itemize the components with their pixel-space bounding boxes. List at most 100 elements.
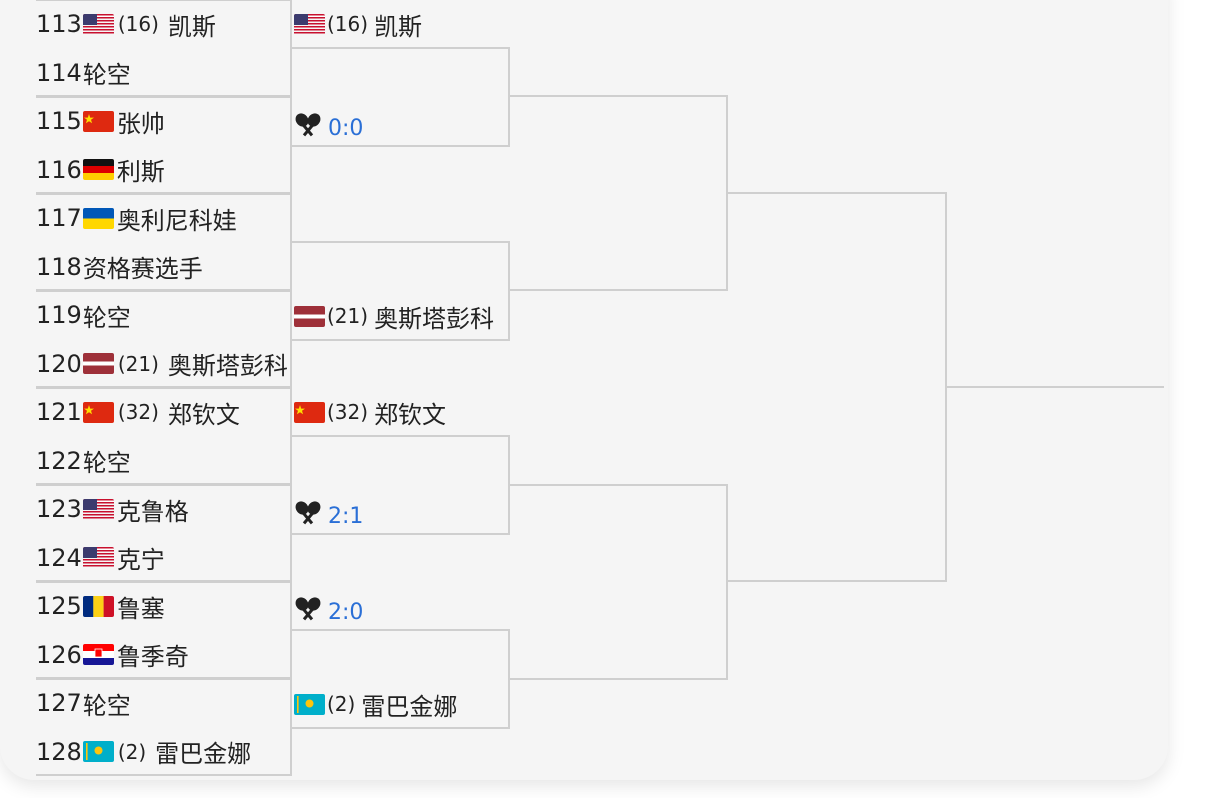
- match-score-1[interactable]: 0:0: [294, 110, 363, 146]
- draw-number: 114: [36, 58, 82, 87]
- final-connector: [947, 386, 1164, 388]
- match-score-2[interactable]: 2:1: [294, 498, 363, 534]
- round1-entry[interactable]: 120(21)奥斯塔彭科: [36, 340, 290, 388]
- player-name: 克宁: [116, 546, 165, 574]
- round1-match-box: [36, 387, 292, 485]
- round4-match-box: [728, 192, 947, 582]
- flag-icon-de: [82, 159, 114, 180]
- round1-entry[interactable]: 115 张帅: [36, 97, 290, 145]
- flag-icon-cn: [82, 110, 114, 132]
- round2-entry-3[interactable]: (32) 郑钦文: [294, 390, 446, 434]
- draw-number: 116: [36, 155, 82, 184]
- flag-icon-us: [294, 13, 325, 35]
- player-name: 轮空: [82, 303, 131, 332]
- seed-label: (16): [327, 12, 369, 36]
- player-name: 奥利尼科娃: [116, 206, 237, 235]
- round1-entry[interactable]: 116 利斯: [36, 146, 290, 194]
- flag-icon-us: [82, 547, 114, 568]
- score-text: 2:1: [328, 503, 364, 529]
- player-name: 资格赛选手: [82, 255, 203, 283]
- player-name: 郑钦文: [167, 400, 240, 429]
- player-name: 鲁季奇: [116, 643, 189, 671]
- round1-entry[interactable]: 128 (2) 雷巴金娜: [36, 728, 290, 776]
- round2-match-box-1: [290, 47, 510, 147]
- flag-icon-hr: [82, 644, 114, 665]
- flag-icon-us: [82, 13, 114, 35]
- round2-match-box-3: [290, 435, 510, 535]
- crossed-rackets-icon: [294, 500, 322, 532]
- score-text: 2:0: [328, 599, 364, 625]
- draw-number: 115: [36, 107, 82, 135]
- round1-entry[interactable]: 121 (32) 郑钦文: [36, 388, 290, 436]
- flag-icon-ua: [82, 207, 114, 229]
- draw-number: 122: [36, 446, 82, 475]
- player-name: 雷巴金娜: [361, 692, 458, 721]
- round1-match-box: [36, 193, 292, 291]
- player-name: 鲁塞: [116, 594, 165, 623]
- draw-number: 125: [36, 592, 82, 620]
- flag-icon-kz: [82, 741, 114, 762]
- player-name: 克鲁格: [116, 497, 189, 526]
- round1-entry[interactable]: 117 奥利尼科娃: [36, 194, 290, 242]
- seed-label: (32): [117, 400, 159, 424]
- draw-number: 127: [36, 689, 82, 717]
- round2-entry-4[interactable]: (2) 雷巴金娜: [294, 682, 457, 726]
- round2-match-box-2: [290, 241, 510, 341]
- draw-number: 121: [36, 398, 82, 426]
- round1-match-box: [36, 581, 292, 679]
- round1-match-box: [36, 290, 292, 388]
- seed-label: (2): [117, 739, 147, 764]
- score-text: 0:0: [328, 115, 364, 141]
- flag-icon-kz: [294, 693, 325, 715]
- player-name: 凯斯: [374, 12, 423, 41]
- round1-entry[interactable]: 113(16)凯斯: [36, 0, 290, 48]
- draw-number: 118: [36, 252, 82, 281]
- seed-label: (32): [327, 400, 369, 424]
- round1-match-box: [36, 678, 292, 776]
- round1-match-box: [36, 0, 292, 97]
- seed-label: (21): [327, 304, 369, 328]
- round1-match-box: [36, 484, 292, 582]
- draw-number: 126: [36, 640, 82, 669]
- player-name: 奥斯塔彭科: [374, 304, 495, 333]
- player-name: 奥斯塔彭科: [167, 352, 288, 380]
- draw-number: 119: [36, 301, 82, 329]
- flag-icon-lv: [82, 353, 114, 374]
- flag-icon-ro: [82, 595, 114, 617]
- player-name: 张帅: [116, 109, 165, 138]
- flag-icon-cn: [82, 401, 114, 423]
- player-name: 轮空: [82, 61, 131, 89]
- round1-match-box: [36, 96, 292, 194]
- player-name: 利斯: [116, 158, 165, 186]
- round1-entry[interactable]: 124 克宁: [36, 534, 290, 582]
- crossed-rackets-icon: [294, 112, 322, 144]
- round1-entry[interactable]: 123 克鲁格: [36, 485, 290, 533]
- flag-icon-lv: [294, 305, 325, 327]
- draw-number: 124: [36, 543, 82, 572]
- round2-match-box-4: [290, 629, 510, 729]
- draw-number: 123: [36, 495, 82, 523]
- draw-number: 117: [36, 204, 82, 232]
- player-name: 雷巴金娜: [155, 740, 252, 768]
- draw-number: 128: [36, 737, 82, 766]
- seed-label: (21): [117, 351, 159, 376]
- round1-entry[interactable]: 126 鲁季奇: [36, 631, 290, 679]
- player-name: 轮空: [82, 691, 131, 720]
- round3-match-box-1: [510, 95, 728, 291]
- crossed-rackets-icon: [294, 596, 322, 628]
- round3-match-box-2: [510, 484, 728, 680]
- round2-entry-1[interactable]: (16) 凯斯: [294, 2, 422, 46]
- round1-entry[interactable]: 125 鲁塞: [36, 582, 290, 630]
- flag-icon-cn: [294, 401, 325, 423]
- bracket-card: [0, 0, 1168, 780]
- match-score-3[interactable]: 2:0: [294, 594, 363, 630]
- player-name: 郑钦文: [374, 400, 447, 429]
- flag-icon-us: [82, 498, 114, 520]
- seed-label: (2): [327, 692, 356, 716]
- round2-entry-2[interactable]: (21) 奥斯塔彭科: [294, 294, 494, 338]
